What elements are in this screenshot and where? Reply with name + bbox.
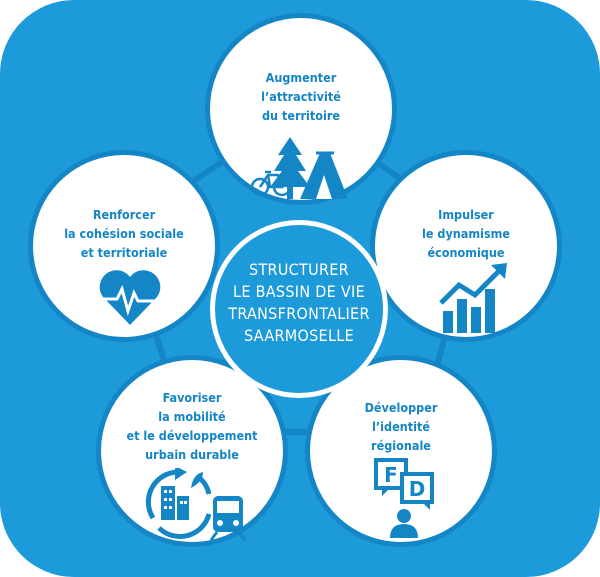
tree-tent-bicycle-icon [250, 137, 348, 199]
center-circle: STRUCTURER LE BASSIN DE VIE TRANSFRONTAL… [210, 220, 388, 398]
label-line: la mobilité [158, 409, 226, 424]
label-line: la cohésion sociale [64, 226, 184, 241]
city-train-cycle-icon [145, 468, 247, 541]
node-identite-label: Développer l’identité régionale [310, 398, 492, 455]
heart-pulse-icon [99, 270, 161, 325]
node-cohesion: Renforcer la cohésion sociale et territo… [28, 150, 220, 342]
label-line: Renforcer [92, 207, 156, 222]
node-dynamisme-label: Impulser le dynamisme économique [375, 205, 557, 262]
node-cohesion-label: Renforcer la cohésion sociale et territo… [33, 205, 215, 262]
growth-chart-icon [439, 263, 507, 333]
label-line: urbain durable [145, 447, 239, 462]
bubble-letter-f: F [384, 463, 398, 487]
label-line: l’identité [372, 419, 430, 434]
center-line: STRUCTURER [249, 260, 349, 279]
label-line: Développer [364, 400, 438, 415]
center-line: TRANSFRONTALIER [228, 304, 370, 323]
speech-bubbles-person-icon: F D [374, 458, 434, 538]
node-attractivite-label: Augmenter l’attractivité du territoire [210, 68, 392, 125]
node-dynamisme: Impulser le dynamisme économique [370, 150, 562, 342]
label-line: économique [427, 245, 505, 260]
bubble-letter-d: D [409, 477, 426, 501]
label-line: le dynamisme [422, 226, 510, 241]
label-line: Favoriser [162, 390, 222, 405]
node-mobilite-label: Favoriser la mobilité et le développemen… [101, 388, 283, 464]
label-line: régionale [371, 438, 431, 453]
label-line: l’attractivité [261, 89, 341, 104]
label-line: et territoriale [80, 245, 168, 260]
center-line: LE BASSIN DE VIE [233, 282, 365, 301]
label-line: Impulser [438, 207, 494, 222]
center-line: SAARMOSELLE [244, 326, 354, 345]
node-attractivite: Augmenter l’attractivité du territoire [205, 13, 397, 205]
label-line: et le développement [126, 428, 258, 443]
label-line: du territoire [261, 108, 341, 123]
label-line: Augmenter [265, 70, 337, 85]
center-title: STRUCTURER LE BASSIN DE VIE TRANSFRONTAL… [215, 259, 383, 347]
